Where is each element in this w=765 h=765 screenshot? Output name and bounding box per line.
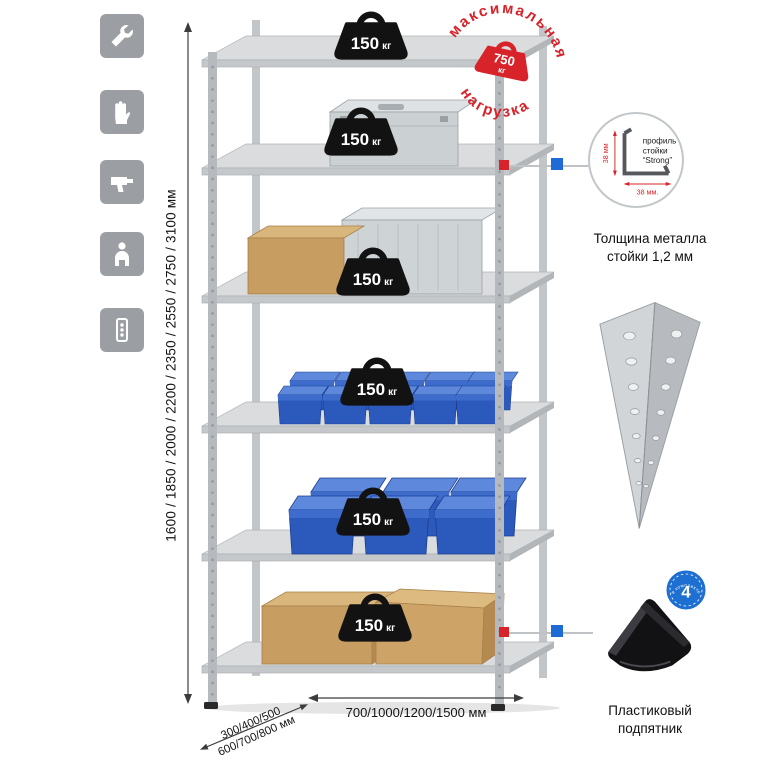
feature-tile-person [100, 232, 144, 276]
profile-caption: Толщина металла стойки 1,2 мм [593, 231, 707, 264]
badge-circle: 4 в комплекте [664, 568, 708, 612]
weight-icon [338, 593, 412, 642]
blue-marker [551, 625, 563, 637]
depth-dimension-line [200, 704, 308, 750]
red-marker [499, 627, 509, 637]
width-dimension-label: 700/1000/1200/1500 мм [345, 705, 487, 720]
rear-post [252, 20, 260, 676]
profile-detail: 38 мм 38 мм. профиль стойки “Strong” [588, 112, 684, 208]
weight-icon [334, 11, 408, 60]
feature-tile-tools [100, 14, 144, 58]
profile-dim-vertical: 38 мм [602, 143, 610, 163]
front-post [208, 52, 217, 704]
rack-post-icon [116, 318, 128, 342]
callout-line [505, 165, 593, 167]
profile-label-2: стойки [643, 146, 668, 155]
profile-label-3: “Strong” [643, 156, 673, 165]
upright-post-image [599, 301, 701, 529]
foot-caption: Пластиковый подпятник [608, 703, 692, 736]
stamp-arc-bottom-text: нагрузка [453, 82, 535, 128]
kit-count-badge: 4 в комплекте [664, 568, 708, 612]
weight-icon [336, 247, 410, 296]
rear-post [539, 26, 547, 678]
red-marker [499, 160, 509, 170]
profile-label-1: профиль [643, 137, 677, 146]
wrench-icon [111, 25, 133, 47]
badge-number: 4 [681, 583, 691, 602]
drill-icon [111, 177, 133, 192]
profile-dim-horizontal: 38 мм. [637, 189, 659, 197]
cardboard-box [246, 225, 366, 295]
front-post [495, 58, 504, 706]
weight-icon [336, 487, 410, 536]
weight-icon [474, 41, 529, 82]
shelf-load-unit: кг [382, 40, 392, 52]
height-dimension-line [184, 22, 192, 704]
glove-icon [115, 101, 131, 124]
height-dimension-label: 1600 / 1850 / 2000 / 2200 / 2350 / 2550 … [163, 189, 179, 542]
width-dimension-line [308, 694, 524, 702]
plastic-foot-image [608, 599, 692, 672]
profile-drawing: 38 мм 38 мм. профиль стойки “Strong” [602, 127, 677, 197]
foot [491, 704, 505, 711]
svg-text:нагрузка: нагрузка [453, 82, 535, 128]
max-load-unit: кг [497, 65, 507, 76]
shelf-load-value: 150 [350, 33, 380, 53]
callout-line [505, 632, 593, 634]
blue-marker [551, 158, 563, 170]
person-icon [115, 242, 129, 266]
feature-tile-drill [100, 160, 144, 204]
weight-icon [324, 107, 398, 156]
foot [204, 702, 218, 709]
weight-icon [340, 357, 414, 406]
feature-tile-post [100, 308, 144, 352]
feature-tile-gloves [100, 90, 144, 134]
